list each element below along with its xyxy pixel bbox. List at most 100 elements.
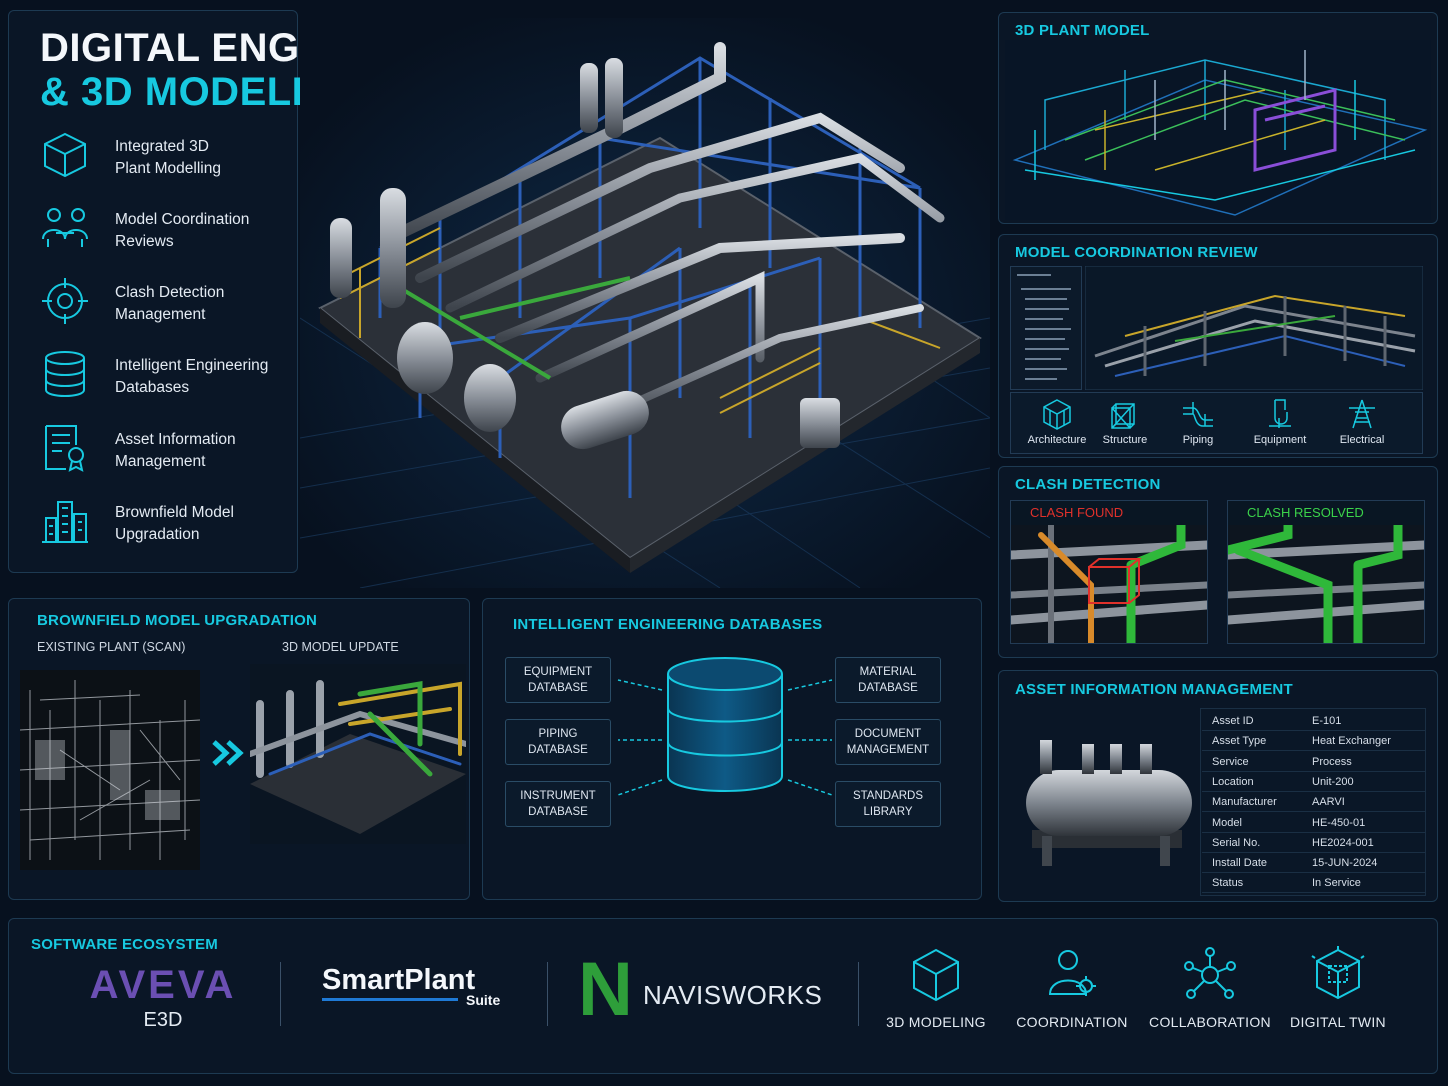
feature-label-line1: Brownfield Model <box>115 504 234 521</box>
feature-label-line2: Plant Modelling <box>115 160 221 177</box>
feature-label-line1: Intelligent Engineering <box>115 357 269 374</box>
coordination-title: MODEL COORDINATION REVIEW <box>1015 244 1258 261</box>
asset-field-key: Status <box>1212 877 1244 890</box>
asset-row: Manufacturer AARVI <box>1202 792 1426 813</box>
discipline-label: Equipment <box>1253 434 1307 446</box>
brownfield-title: BROWNFIELD MODEL UPGRADATION <box>37 612 318 629</box>
navisworks-logo[interactable]: N NAVISWORKS <box>578 952 838 1028</box>
smartplant-logo[interactable]: SmartPlant Suite <box>322 964 512 1008</box>
feature-label-line1: Integrated 3D <box>115 138 209 155</box>
db-label-line2: DATABASE <box>858 682 918 694</box>
feature-label-line1: Clash Detection <box>115 284 225 301</box>
navisworks-wordmark: NAVISWORKS <box>643 980 823 1010</box>
discipline-electrical[interactable]: Electrical <box>1326 398 1398 446</box>
asset-field-key: Serial No. <box>1212 836 1261 849</box>
capability-label: 3D MODELING <box>886 1014 986 1030</box>
aveva-wordmark: AVEVA <box>89 963 237 1007</box>
divider <box>858 962 859 1026</box>
asset-row: Status In Service <box>1202 873 1426 894</box>
asset-title: ASSET INFORMATION MANAGEMENT <box>1015 681 1293 698</box>
db-label-line2: MANAGEMENT <box>846 744 930 756</box>
asset-field-value: HE2024-001 <box>1312 836 1374 849</box>
plant-wireframe-render <box>1005 40 1431 220</box>
db-label-line1: MATERIAL <box>859 666 917 678</box>
aveva-logo[interactable]: AVEVA E3D <box>86 962 240 1032</box>
coordination-viewport[interactable] <box>1085 266 1423 390</box>
feature-item-3d-modelling[interactable]: Integrated 3D Plant Modelling <box>40 130 290 186</box>
aveva-product: E3D <box>143 1009 183 1031</box>
db-label-line2: DATABASE <box>528 682 588 694</box>
navisworks-n-mark: N <box>578 947 633 1032</box>
plant-3d-render <box>300 18 990 588</box>
tree-lines-icon <box>1017 274 1071 380</box>
db-box-material[interactable]: MATERIAL DATABASE <box>835 657 941 703</box>
asset-field-value: Unit-200 <box>1312 775 1354 788</box>
asset-field-value: HE-450-01 <box>1312 816 1366 829</box>
database-icon <box>45 351 85 397</box>
databases-title: INTELLIGENT ENGINEERING DATABASES <box>513 616 823 633</box>
asset-field-value: Process <box>1312 755 1352 768</box>
buildings-icon <box>42 501 88 543</box>
asset-field-key: Service <box>1212 755 1249 768</box>
model-tree-pane[interactable] <box>1010 266 1082 390</box>
people-icon <box>42 208 88 247</box>
asset-field-key: Asset ID <box>1212 715 1254 727</box>
point-cloud-scan-render <box>20 670 200 870</box>
feature-label-line2: Databases <box>115 379 190 396</box>
model-update-render <box>250 664 466 844</box>
ecosystem-title: SOFTWARE ECOSYSTEM <box>31 936 218 953</box>
frame-icon <box>1111 403 1135 429</box>
discipline-architecture[interactable]: Architecture <box>1021 398 1093 446</box>
discipline-piping[interactable]: Piping <box>1162 398 1234 446</box>
asset-field-value: Heat Exchanger <box>1312 735 1391 748</box>
features-panel <box>8 10 298 573</box>
capability-coordination[interactable]: COORDINATION <box>1008 946 1136 1030</box>
asset-field-key: Model <box>1212 816 1242 829</box>
feature-label-line2: Management <box>115 453 206 470</box>
asset-table <box>1200 708 1426 896</box>
building-icon <box>1043 399 1071 430</box>
person-network-icon <box>1048 950 1096 996</box>
clash-resolved-render <box>1228 525 1424 643</box>
discipline-equipment[interactable]: Equipment <box>1244 398 1316 446</box>
digital-cube-icon <box>1311 946 1365 1000</box>
discipline-label: Piping <box>1182 434 1214 446</box>
chevron-right-icon <box>212 740 244 766</box>
discipline-label: Architecture <box>1027 434 1087 446</box>
asset-field-value: 15-JUN-2024 <box>1312 857 1378 870</box>
asset-field-value: In Service <box>1312 877 1361 890</box>
scan-caption: EXISTING PLANT (SCAN) <box>37 640 186 654</box>
feature-label-line2: Reviews <box>115 233 174 250</box>
asset-field-value: AARVI <box>1312 796 1345 809</box>
capability-label: COORDINATION <box>1016 1014 1128 1030</box>
smartplant-suite: Suite <box>466 992 501 1008</box>
asset-field-key: Manufacturer <box>1212 796 1277 809</box>
db-label-line1: DOCUMENT <box>854 728 922 740</box>
model-update-caption: 3D MODEL UPDATE <box>282 640 399 654</box>
feature-label-line1: Asset Information <box>115 431 236 448</box>
divider <box>547 962 548 1026</box>
document-badge-icon <box>45 425 84 472</box>
capability-3d-modeling[interactable]: 3D MODELING <box>872 946 1000 1030</box>
discipline-structure[interactable]: Structure <box>1089 398 1161 446</box>
asset-row: Model HE-450-01 <box>1202 813 1426 833</box>
capability-digital-twin[interactable]: DIGITAL TWIN <box>1274 946 1402 1030</box>
db-box-document[interactable]: DOCUMENT MANAGEMENT <box>835 719 941 765</box>
discipline-label: Electrical <box>1339 434 1385 446</box>
capability-collaboration[interactable]: COLLABORATION <box>1146 946 1274 1030</box>
ecosystem-panel <box>8 918 1438 1074</box>
db-label-line1: INSTRUMENT <box>520 790 596 802</box>
heat-exchanger-render <box>1026 740 1192 866</box>
feature-label-line2: Upgradation <box>115 526 200 543</box>
